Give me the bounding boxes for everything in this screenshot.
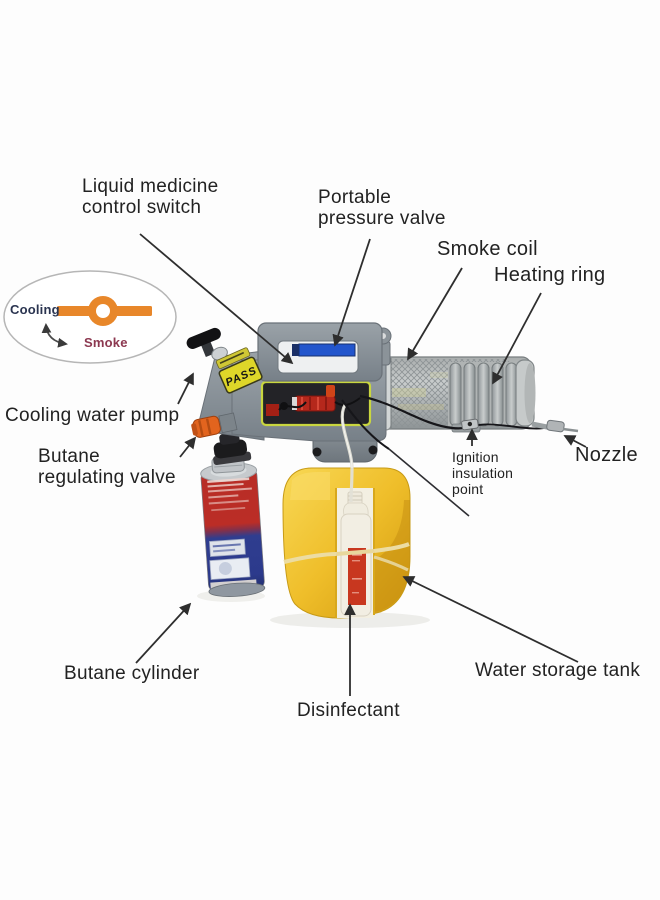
portable-pressure-valve-part [292,344,300,356]
smoke-coil-barrel [376,354,536,433]
label-water-storage-tank: Water storage tank [475,660,641,681]
ignition-wiring [341,394,579,517]
leader-arrows [135,233,587,696]
control-knob [186,327,228,361]
ignition-insulation-clamp [461,418,479,431]
label-line: Ignition [452,449,499,465]
wire-to-ignition-label [388,448,470,517]
label-cooling-water-pump: Cooling water pump [5,405,180,426]
arrow-cooling-water-pump [177,372,194,405]
label-nozzle: Nozzle [575,444,638,466]
butane-regulating-valve [191,412,238,438]
inset-cooling-label: Cooling [10,302,60,317]
arrow-butane-cylinder [135,602,192,664]
window-ignition-knob [326,385,335,397]
label-line: Liquid medicine [82,176,219,197]
label-heating-ring: Heating ring [494,264,606,286]
label-ignition-insulation-point: Ignition insulation point [452,449,513,497]
inset-smoke-label: Smoke [84,335,128,350]
label-line: Portable [318,187,392,208]
window-red-block [266,404,279,416]
label-butane-regulating-valve: Butane regulating valve [38,446,176,488]
label-disinfectant: Disinfectant [297,700,400,721]
pass-sticker: PASS [215,347,263,394]
arrow-portable-pressure-valve [332,238,371,347]
label-liquid-medicine-control-switch: Liquid medicine control switch [82,176,219,218]
butane-cylinder [200,455,266,597]
water-storage-tank [282,467,411,619]
label-portable-pressure-valve: Portable pressure valve [318,187,446,229]
label-line: control switch [82,197,202,218]
label-line: Butane [38,446,101,467]
bottle-red-label [348,548,366,605]
siphon-tube-highlight [341,404,353,469]
label-line: insulation [452,465,514,481]
heating-ring-ribs [448,362,520,427]
arrow-smoke-coil [407,267,463,361]
mode-switch-inset [3,270,177,364]
label-butane-cylinder: Butane cylinder [64,663,200,684]
switch-knob-inner [96,304,110,318]
carry-handle [257,322,392,382]
cutaway-window [260,380,372,427]
label-line: pressure valve [318,208,446,229]
window-battery [294,395,336,412]
disinfectant-bottle [340,491,372,617]
arrow-butane-regulating-valve [179,436,197,458]
arrow-nozzle [563,435,587,448]
label-line: regulating valve [38,467,176,488]
cooling-to-smoke-arrow [41,323,68,348]
rubber-band [283,542,410,572]
butane-can-valve-cap [213,432,252,465]
arrow-heating-ring [492,292,542,385]
label-smoke-coil: Smoke coil [437,238,538,260]
pressure-valve-blue-strip [298,343,356,357]
arrow-liquid-medicine-control-switch [139,233,294,365]
label-line: point [452,481,484,497]
arrow-water-storage-tank [402,576,579,663]
nozzle-part [531,419,579,433]
